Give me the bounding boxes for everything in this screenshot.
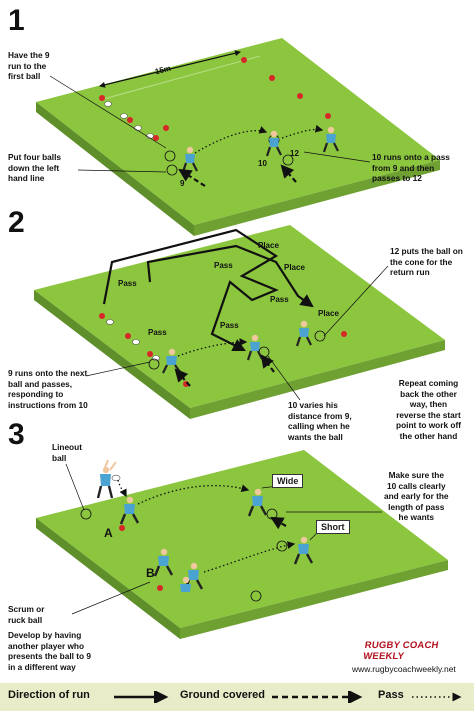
group-label-a: A — [104, 526, 113, 540]
note-ten-varies: 10 varies his distance from 9, calling w… — [288, 400, 352, 442]
legend-direction: Direction of run — [8, 689, 90, 701]
note-develop: Develop by having another player who pre… — [8, 630, 91, 672]
note-lineout: Lineout ball — [52, 442, 82, 463]
pass-label: Pass — [214, 261, 233, 270]
legend-bar: Direction of run Ground covered Pass — [0, 683, 474, 711]
note-have-nine-run: Have the 9 run to the first ball — [8, 50, 50, 81]
cones-pitch-2 — [99, 313, 347, 387]
note-ten-runs-onto: 10 runs onto a pass from 9 and then pass… — [372, 152, 450, 183]
legend-pass-arrow — [412, 692, 462, 702]
legend-pass: Pass — [378, 689, 404, 701]
legend-direction-arrow — [114, 691, 169, 703]
player-12-pitch-2 — [295, 320, 312, 347]
section-number-3: 3 — [8, 418, 25, 451]
run-line — [178, 168, 206, 187]
note-nine-runs: 9 runs onto the next ball and passes, re… — [8, 368, 88, 410]
place-label: Place — [318, 309, 339, 318]
group-label-b: B — [146, 566, 155, 580]
note-make-sure: Make sure the 10 calls clearly and early… — [384, 470, 449, 522]
player-9-pitch-3 — [119, 496, 140, 525]
cones-pitch-1 — [99, 57, 331, 141]
note-repeat: Repeat coming back the other way, then r… — [396, 378, 461, 441]
pitch-1: 9 10 12 15m — [36, 38, 440, 236]
player-10 — [265, 130, 282, 157]
note-put-four-balls: Put four balls down the left hand line — [8, 152, 62, 183]
note-twelve-puts: 12 puts the ball on the cone for the ret… — [390, 246, 463, 277]
place-label: Place — [284, 263, 305, 272]
distance-label: 15m — [154, 64, 172, 77]
pass-label: Pass — [118, 279, 137, 288]
pass-label: Pass — [148, 328, 167, 337]
callout-wide: Wide — [272, 474, 304, 488]
legend-ground: Ground covered — [180, 689, 265, 701]
pass-label: Pass — [270, 295, 289, 304]
brand-url: www.rugbycoachweekly.net — [352, 664, 456, 674]
zigzag-route — [102, 228, 279, 351]
callout-short: Short — [316, 520, 350, 534]
note-scrum: Scrum or ruck ball — [8, 604, 45, 625]
player-short-pitch-3 — [293, 536, 314, 565]
diagram-canvas: 9 10 12 15m — [34, 38, 448, 639]
legend-ground-arrow — [272, 691, 363, 703]
pitch-3 — [36, 450, 448, 639]
lineout-jumper — [96, 459, 121, 499]
player-10-pitch-3 — [247, 488, 268, 517]
label-12: 12 — [290, 149, 299, 158]
pass-line — [194, 126, 268, 154]
scrum-players — [153, 548, 204, 592]
pitch-2: Pass Pass Pass Pass Pass Place Place Pla… — [34, 225, 445, 419]
label-10: 10 — [258, 159, 267, 168]
player-9 — [181, 146, 198, 173]
place-label: Place — [258, 241, 279, 250]
label-9: 9 — [180, 179, 185, 188]
brand-logo: RUGBY COACH WEEKLY — [362, 640, 440, 662]
player-12 — [322, 126, 339, 153]
section-number-1: 1 — [8, 4, 25, 37]
pass-label: Pass — [220, 321, 239, 330]
section-number-2: 2 — [8, 206, 25, 239]
